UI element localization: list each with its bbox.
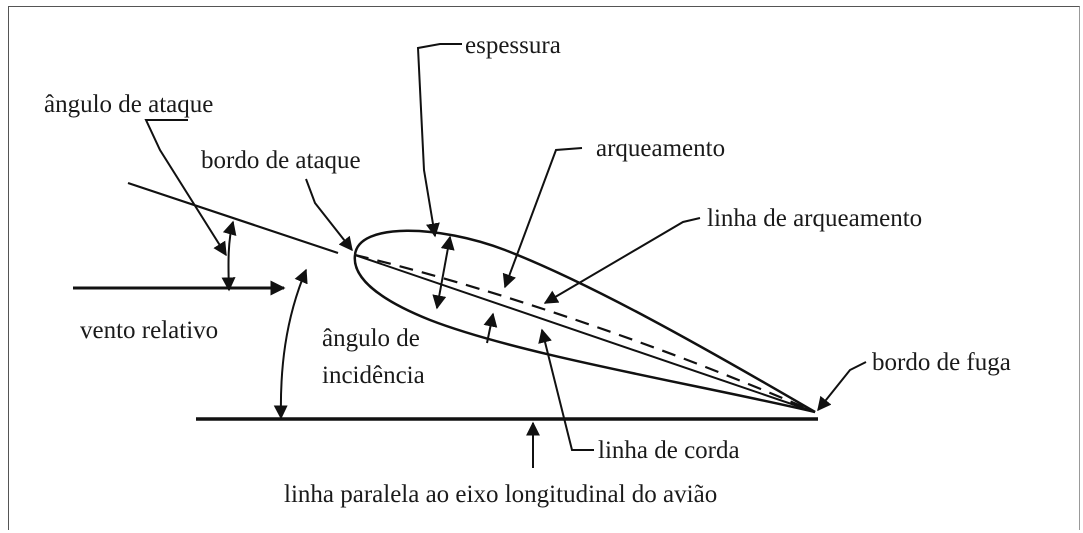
chord-line	[354, 254, 816, 413]
incidence-angle-arc	[273, 268, 308, 420]
angle-of-attack-arc	[221, 220, 237, 292]
label-angulo-de-ataque: ângulo de ataque	[44, 91, 213, 118]
label-vento-relativo: vento relativo	[80, 317, 218, 344]
label-bordo-de-fuga: bordo de fuga	[872, 349, 1011, 376]
chord-line-leader	[538, 328, 594, 451]
trailing-edge-leader	[817, 361, 867, 412]
camber-line-leader	[543, 217, 701, 304]
label-arqueamento: arqueamento	[596, 135, 725, 162]
thickness-arrow	[432, 235, 455, 310]
label-angulo-de-incidencia-line2: incidência	[322, 362, 425, 389]
label-angulo-de-incidencia-line1: ângulo de	[322, 325, 420, 352]
camber-line	[354, 253, 816, 414]
diagram-frame	[8, 6, 1080, 530]
label-linha-de-arqueamento: linha de arqueamento	[707, 205, 922, 232]
thickness-leader	[416, 43, 462, 238]
label-bordo-de-ataque: bordo de ataque	[201, 147, 361, 174]
relative-wind-line	[127, 181, 339, 255]
label-espessura: espessura	[465, 32, 561, 59]
leading-edge-leader	[305, 178, 353, 252]
incidence-arrow-upper	[483, 312, 498, 344]
label-linha-paralela: linha paralela ao eixo longitudinal do a…	[284, 481, 717, 508]
angle-of-attack-leader	[144, 119, 227, 257]
camber-leader	[502, 147, 583, 289]
label-linha-de-corda: linha de corda	[598, 437, 740, 464]
